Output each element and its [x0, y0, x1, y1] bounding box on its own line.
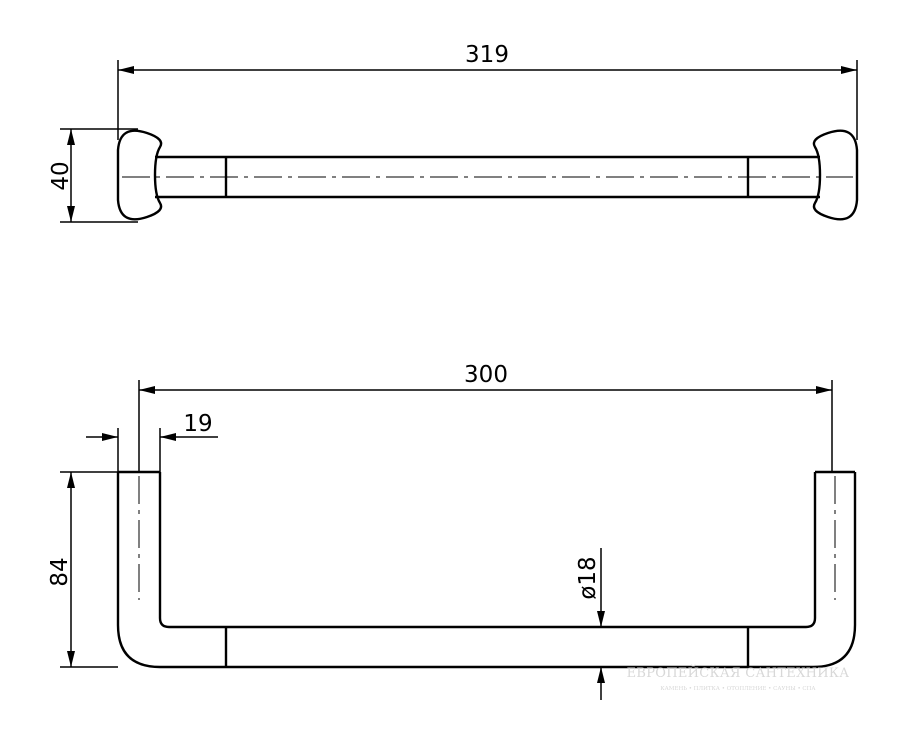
- left-mount-cap: [116, 129, 163, 221]
- front-view: 300 19 84 ø18: [47, 362, 857, 700]
- watermark-line1: ЕВРОПЕЙСКАЯ САНТЕХНИКА: [627, 664, 850, 681]
- dim-300-label: 300: [464, 362, 508, 388]
- arrowhead-40-bottom: [67, 206, 75, 222]
- towel-bar-inner: [158, 472, 817, 629]
- arrowhead-40-top: [67, 129, 75, 145]
- dim-84-label: 84: [47, 557, 73, 586]
- dim-40-label: 40: [48, 161, 74, 190]
- towel-bar-outer: [116, 472, 857, 669]
- arrowhead-19-left: [102, 433, 118, 441]
- arrowhead-19-right: [160, 433, 176, 441]
- arrowhead-319-left: [118, 66, 134, 74]
- watermark: ЕВРОПЕЙСКАЯ САНТЕХНИКА КАМЕНЬ • ПЛИТКА •…: [627, 664, 850, 692]
- top-view: 319 40: [48, 42, 859, 223]
- dim-19-label: 19: [183, 411, 212, 437]
- arrowhead-300-right: [816, 386, 832, 394]
- arrowhead-18-lower: [597, 667, 605, 683]
- arrowhead-18-upper: [597, 611, 605, 627]
- right-mount-cap: [812, 129, 859, 221]
- arrowhead-319-right: [841, 66, 857, 74]
- arrowhead-84-top: [67, 472, 75, 488]
- arrowhead-84-bottom: [67, 651, 75, 667]
- dim-319-label: 319: [465, 42, 509, 68]
- watermark-line2: КАМЕНЬ • ПЛИТКА • ОТОПЛЕНИЕ • САУНЫ • СП…: [660, 686, 816, 692]
- arrowhead-300-left: [139, 386, 155, 394]
- dim-18-label: ø18: [575, 556, 601, 599]
